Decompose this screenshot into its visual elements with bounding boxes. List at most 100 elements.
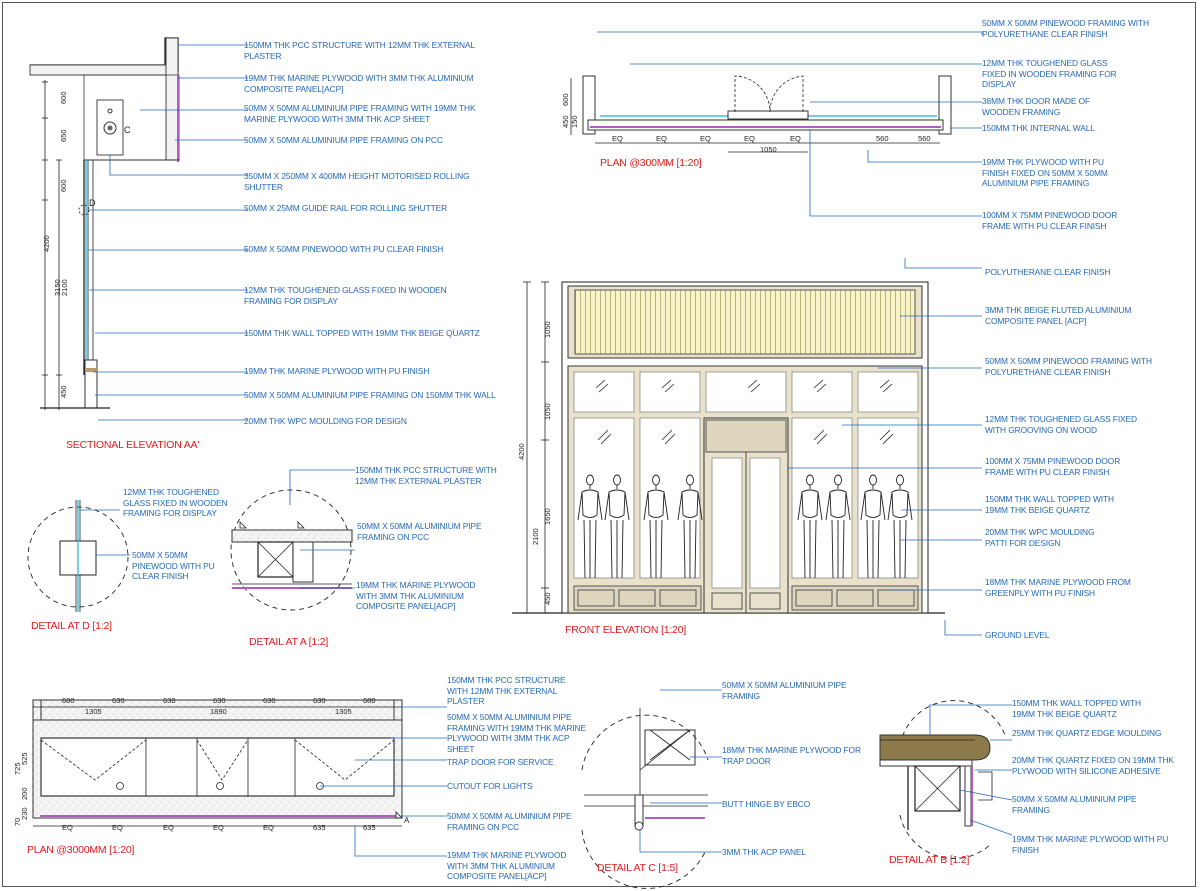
p300-560a: 560 bbox=[876, 134, 889, 143]
tag-d: D bbox=[89, 198, 96, 208]
fe-dim-1050b: 1050 bbox=[543, 403, 552, 420]
fe-dim-1650: 1650 bbox=[543, 508, 552, 525]
dim-600a: 600 bbox=[59, 91, 68, 104]
plan3000-note: CUTOUT FOR LIGHTS bbox=[447, 781, 533, 791]
front-note: 50MM X 50MM PINEWOOD FRAMING WITH POLYUR… bbox=[985, 356, 1152, 377]
title-detail-b: DETAIL AT B [1:2] bbox=[889, 854, 970, 866]
detail-d-drawing bbox=[27, 500, 130, 612]
section-note: 20MM THK WPC MOULDING FOR DESIGN bbox=[244, 416, 407, 426]
detail-b-drawing bbox=[879, 700, 1013, 859]
detail-b-note: 50MM X 50MM ALUMINIUM PIPE FRAMING bbox=[1012, 794, 1137, 815]
p3k-1305b: 1305 bbox=[335, 707, 352, 716]
title-front-elevation: FRONT ELEVATION [1:20] bbox=[565, 624, 687, 636]
p3k-635b: 635 bbox=[363, 823, 376, 832]
detail-c-note: BUTT HINGE BY EBCO bbox=[722, 799, 811, 809]
detail-a-drawing bbox=[230, 469, 355, 611]
p300-1050: 1050 bbox=[760, 145, 777, 154]
plan3000-note: 150MM THK PCC STRUCTURE WITH 12MM THK EX… bbox=[447, 675, 566, 706]
section-note: 50MM X 25MM GUIDE RAIL FOR ROLLING SHUTT… bbox=[244, 203, 448, 213]
section-note: 50MM X 50MM ALUMINIUM PIPE FRAMING ON 15… bbox=[244, 390, 496, 400]
p3k-680b: 680 bbox=[363, 696, 376, 705]
detail-d-note: 12MM THK TOUGHENED GLASS FIXED IN WOODEN… bbox=[123, 487, 228, 518]
title-sectional-elevation: SECTIONAL ELEVATION AA' bbox=[66, 439, 200, 451]
p3k-230: 230 bbox=[20, 807, 29, 820]
section-note: 350MM X 250MM X 400MM HEIGHT MOTORISED R… bbox=[244, 171, 470, 192]
sectional-elevation bbox=[29, 37, 248, 421]
section-note: 50MM X 50MM PINEWOOD WITH PU CLEAR FINIS… bbox=[244, 244, 444, 254]
section-note: 19MM THK MARINE PLYWOOD WITH 3MM THK ALU… bbox=[244, 73, 474, 94]
plan300-note: 100MM X 75MM PINEWOOD DOOR FRAME WITH PU… bbox=[982, 210, 1118, 231]
p3k-1305a: 1305 bbox=[85, 707, 102, 716]
plan300-dim-text: EQ EQ EQ EQ EQ 560 560 1050 600 450 150 bbox=[561, 93, 931, 154]
front-note: 150MM THK WALL TOPPED WITH 19MM THK BEIG… bbox=[985, 494, 1114, 515]
p3k-tag-a: A bbox=[404, 816, 410, 825]
front-note: 18MM THK MARINE PLYWOOD FROM GREENPLY WI… bbox=[985, 577, 1131, 598]
p3k-630d: 630 bbox=[263, 696, 276, 705]
p3k-eq2: EQ bbox=[112, 823, 123, 832]
plan300-note: 19MM THK PLYWOOD WITH PU FINISH FIXED ON… bbox=[982, 157, 1108, 188]
front-note: 12MM THK TOUGHENED GLASS FIXED WITH GROO… bbox=[985, 414, 1137, 435]
p3k-200: 200 bbox=[20, 787, 29, 800]
pcc-beam bbox=[165, 37, 179, 161]
detail-b-note: 20MM THK QUARTZ FIXED ON 19MM THK PLYWOO… bbox=[1012, 755, 1174, 776]
fe-dim-2100: 2100 bbox=[531, 528, 540, 545]
section-note: 50MM X 50MM ALUMINIUM PIPE FRAMING ON PC… bbox=[244, 135, 443, 145]
dim-2100: 2100 bbox=[60, 279, 69, 296]
pcc-slab bbox=[29, 64, 179, 76]
p300-450: 450 bbox=[561, 115, 570, 128]
plan300-note: 50MM X 50MM PINEWOOD FRAMING WITH POLYUR… bbox=[982, 18, 1149, 39]
plan300-note: 12MM THK TOUGHENED GLASS FIXED IN WOODEN… bbox=[982, 58, 1117, 89]
detail-b-note: 19MM THK MARINE PLYWOOD WITH PU FINISH bbox=[1012, 834, 1169, 855]
mannequins bbox=[577, 474, 913, 579]
detail-a-note: 50MM X 50MM ALUMINIUM PIPE FRAMING ON PC… bbox=[357, 521, 482, 542]
p3k-630a: 630 bbox=[112, 696, 125, 705]
front-note: 100MM X 75MM PINEWOOD DOOR FRAME WITH PU… bbox=[985, 456, 1121, 477]
fe-dim-450: 450 bbox=[543, 592, 552, 605]
p300-eq3: EQ bbox=[700, 134, 711, 143]
p3k-eq3: EQ bbox=[163, 823, 174, 832]
dim-650: 650 bbox=[59, 129, 68, 142]
p3k-525: 525 bbox=[20, 752, 29, 765]
detail-c-note: 3MM THK ACP PANEL bbox=[722, 847, 806, 857]
section-note: 150MM THK PCC STRUCTURE WITH 12MM THK EX… bbox=[244, 40, 475, 61]
section-note: 19MM THK MARINE PLYWOOD WITH PU FINISH bbox=[244, 366, 430, 376]
section-note: 12MM THK TOUGHENED GLASS FIXED IN WOODEN… bbox=[244, 285, 447, 306]
plan-300-drawing bbox=[570, 31, 983, 217]
plan3000-note: 50MM X 50MM ALUMINIUM PIPE FRAMING WITH … bbox=[447, 712, 586, 754]
p300-eq4: EQ bbox=[744, 134, 755, 143]
fe-dim-1050a: 1050 bbox=[543, 321, 552, 338]
section-dim-text: 600 650 600 4200 3150 2100 450 C D bbox=[42, 91, 131, 398]
fe-dim-4200: 4200 bbox=[517, 443, 526, 460]
detail-a-note: 150MM THK PCC STRUCTURE WITH 12MM THK EX… bbox=[355, 465, 497, 486]
front-note: GROUND LEVEL bbox=[985, 630, 1050, 640]
p3k-630c: 630 bbox=[213, 696, 226, 705]
p3k-eq4: EQ bbox=[213, 823, 224, 832]
section-note: 150MM THK WALL TOPPED WITH 19MM THK BEIG… bbox=[244, 328, 480, 338]
detail-b-note: 25MM THK QUARTZ EDGE MOULDING bbox=[1012, 728, 1162, 738]
p3k-eq1: EQ bbox=[62, 823, 73, 832]
front-dim-text: 1050 1050 4200 1650 2100 450 bbox=[517, 321, 552, 605]
plan3000-note: TRAP DOOR FOR SERVICE bbox=[447, 757, 554, 767]
front-note: POLYUTHERANE CLEAR FINISH bbox=[985, 267, 1111, 277]
detail-d-note: 50MM X 50MM PINEWOOD WITH PU CLEAR FINIS… bbox=[132, 550, 215, 581]
tag-c: C bbox=[124, 125, 131, 135]
title-plan-300: PLAN @300MM [1:20] bbox=[600, 157, 702, 169]
p3k-680a: 680 bbox=[62, 696, 75, 705]
dim-600b: 600 bbox=[59, 179, 68, 192]
detail-b-note: 150MM THK WALL TOPPED WITH 19MM THK BEIG… bbox=[1012, 698, 1141, 719]
dim-450: 450 bbox=[59, 385, 68, 398]
front-elevation-drawing bbox=[512, 258, 982, 636]
plan3000-note: 19MM THK MARINE PLYWOOD WITH 3MM THK ALU… bbox=[447, 850, 567, 881]
p3k-725: 725 bbox=[13, 762, 22, 775]
section-note: 50MM X 50MM ALUMINIUM PIPE FRAMING WITH … bbox=[244, 103, 476, 124]
p300-eq5: EQ bbox=[790, 134, 801, 143]
detail-c-note: 18MM THK MARINE PLYWOOD FOR TRAP DOOR bbox=[722, 745, 861, 766]
dim-3150: 3150 bbox=[53, 279, 62, 296]
plan3000-dim-text: 680 630 630 630 630 630 680 1305 1890 13… bbox=[13, 696, 410, 832]
p3k-630b: 630 bbox=[163, 696, 176, 705]
p3k-635a: 635 bbox=[313, 823, 326, 832]
p300-eq1: EQ bbox=[612, 134, 623, 143]
